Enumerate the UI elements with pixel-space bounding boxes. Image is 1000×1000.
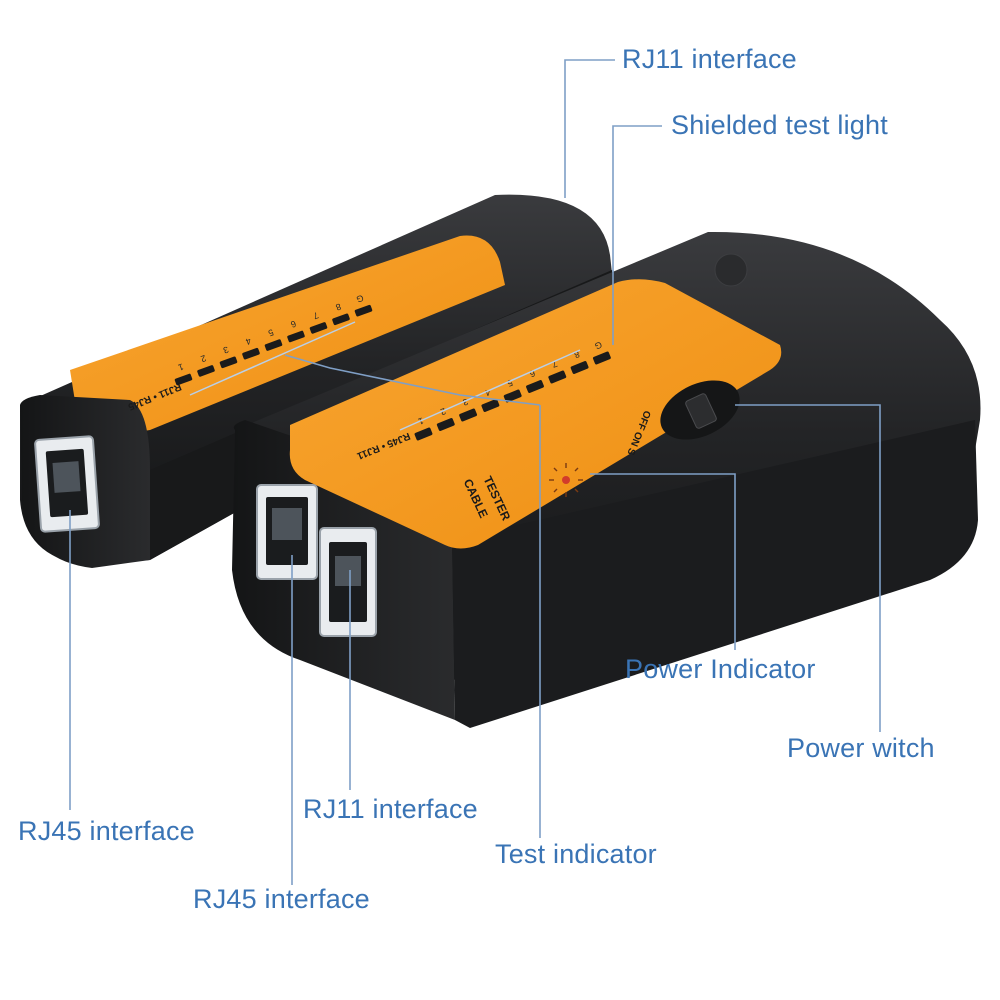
leader-power-switch xyxy=(735,404,881,732)
label-rj11-bottom: RJ11 interface xyxy=(303,794,478,824)
label-rj45-left: RJ45 interface xyxy=(18,816,195,846)
remote-led-label-2: 2 xyxy=(199,353,207,364)
main-led-label-4: 4 xyxy=(484,387,492,398)
label-power-indicator: Power Indicator xyxy=(625,654,816,684)
main-led-label-3: 3 xyxy=(461,397,469,408)
remote-led-label-G: G xyxy=(355,293,365,305)
remote-led-8 xyxy=(332,313,350,326)
remote-led-3 xyxy=(219,356,238,369)
label-test-indicator: Test indicator xyxy=(495,839,657,869)
main-led-label-7: 7 xyxy=(551,359,559,370)
main-led-2 xyxy=(436,418,455,431)
main-led-7 xyxy=(548,370,567,384)
main-rj11-port xyxy=(319,527,377,637)
label-shielded-test-light: Shielded test light xyxy=(671,110,888,140)
remote-led-6 xyxy=(287,330,305,343)
remote-led-label-5: 5 xyxy=(267,327,275,338)
main-led-5 xyxy=(503,389,522,403)
label-rj11-top: RJ11 interface xyxy=(622,44,797,74)
remote-led-label-4: 4 xyxy=(244,336,252,347)
remote-led-label-6: 6 xyxy=(289,319,297,330)
power-switch-slider[interactable] xyxy=(685,393,718,429)
remote-led-5 xyxy=(264,339,283,351)
main-rj45-port xyxy=(256,484,318,580)
remote-led-1 xyxy=(174,373,193,386)
remote-led-2 xyxy=(197,365,215,377)
main-led-1 xyxy=(414,427,433,441)
main-led-label-8: 8 xyxy=(573,349,581,360)
main-led-4 xyxy=(481,399,500,412)
leader-test-indicator-bracket xyxy=(284,354,541,406)
remote-led-label-3: 3 xyxy=(222,344,230,355)
main-led-label-5: 5 xyxy=(506,378,514,389)
main-side-face xyxy=(452,420,978,728)
main-led-label-6: 6 xyxy=(528,368,536,379)
remote-led-7 xyxy=(309,322,328,334)
remote-led-label-7: 7 xyxy=(312,310,320,321)
main-led-label-G: G xyxy=(593,340,603,352)
label-power-switch: Power witch xyxy=(787,733,935,763)
main-panel xyxy=(289,279,782,549)
leader-power-indicator xyxy=(590,473,736,650)
leader-shielded-light xyxy=(612,125,662,345)
leader-lines xyxy=(69,59,881,885)
remote-led-4 xyxy=(242,347,260,360)
main-led-8 xyxy=(570,361,589,374)
power-indicator-led xyxy=(549,463,583,497)
remote-led-G xyxy=(354,304,373,317)
remote-led-label-8: 8 xyxy=(334,301,342,312)
main-led-6 xyxy=(526,380,544,393)
main-led-3 xyxy=(459,408,478,422)
remote-led-row: 1 2 3 4 5 6 7 8 G xyxy=(174,293,373,386)
remote-led-label-1: 1 xyxy=(177,362,185,373)
label-rj45-bottom: RJ45 interface xyxy=(193,884,370,914)
leader-rj11-top xyxy=(564,59,615,198)
main-led-G xyxy=(592,351,611,365)
